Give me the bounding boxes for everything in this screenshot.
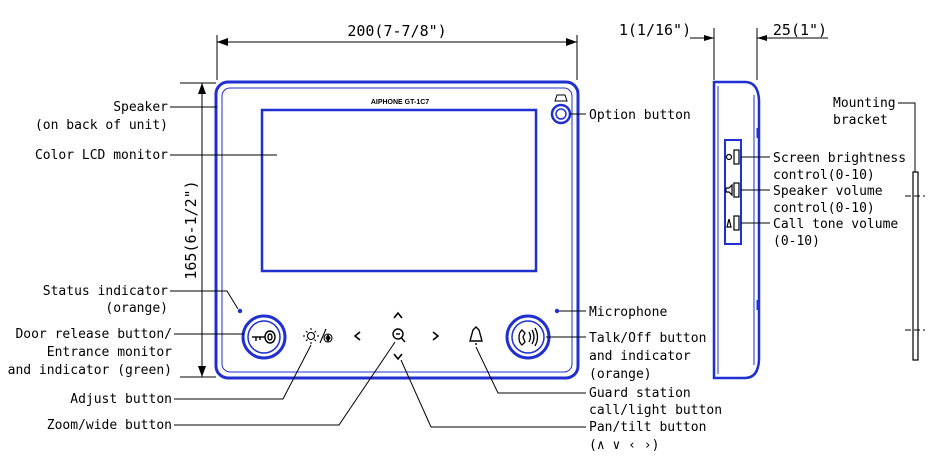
mounting-bracket — [905, 171, 925, 361]
front-width-text: 200(7-7/8") — [347, 22, 446, 40]
svg-text:(0-10): (0-10) — [773, 234, 820, 249]
chevron-down-icon[interactable] — [393, 353, 403, 361]
side-view-device — [712, 80, 761, 380]
option-button[interactable] — [550, 94, 572, 125]
svg-text:Color LCD monitor: Color LCD monitor — [35, 148, 168, 163]
svg-text:Status indicator: Status indicator — [43, 284, 168, 299]
svg-text:control(0-10): control(0-10) — [773, 168, 875, 183]
svg-text:Zoom/wide button: Zoom/wide button — [47, 418, 172, 433]
label-bracket: Mounting bracket — [833, 96, 916, 172]
microphone — [554, 308, 560, 314]
svg-text:Door release button/: Door release button/ — [15, 327, 172, 342]
svg-text:Adjust button: Adjust button — [70, 392, 172, 407]
side-depth-dimension: 1(1/16") 25(1") — [619, 21, 828, 80]
status-indicator — [237, 308, 243, 314]
svg-text:and indicator (green): and indicator (green) — [8, 363, 172, 378]
svg-text:Option button: Option button — [589, 108, 691, 123]
speaker-volume-control[interactable] — [725, 182, 740, 198]
svg-text:Call tone volume: Call tone volume — [773, 217, 898, 232]
svg-text:control(0-10): control(0-10) — [773, 201, 875, 216]
svg-text:Entrance monitor: Entrance monitor — [47, 345, 172, 360]
side-depth-small-text: 1(1/16") — [619, 21, 691, 39]
svg-text:Screen brightness: Screen brightness — [773, 151, 906, 166]
front-width-dimension: 200(7-7/8") — [216, 22, 578, 80]
svg-text:bracket: bracket — [833, 113, 888, 128]
front-view-device: AIPHONE GT-1C7 — [214, 80, 580, 380]
svg-text:Speaker volume: Speaker volume — [773, 184, 883, 199]
label-speaker-volume: Speaker volume control(0-10) — [741, 184, 883, 216]
label-lcd: Color LCD monitor — [35, 148, 277, 163]
brightness-control[interactable] — [725, 149, 740, 165]
adjust-icon[interactable] — [303, 328, 333, 344]
lcd-monitor — [260, 108, 538, 273]
label-door-release: Door release button/ Entrance monitor an… — [8, 327, 244, 378]
call-tone-volume-control[interactable] — [726, 215, 740, 231]
label-talk: Talk/Off button and indicator (orange) — [546, 331, 706, 382]
label-microphone: Microphone — [559, 305, 667, 320]
svg-text:(on back of unit): (on back of unit) — [35, 118, 168, 133]
chevron-right-icon[interactable] — [432, 331, 440, 341]
label-option: Option button — [570, 108, 691, 123]
label-zoom: Zoom/wide button — [47, 341, 396, 433]
svg-text:Speaker: Speaker — [113, 100, 168, 115]
svg-text:(∧ ∨ ‹ ›): (∧ ∨ ‹ ›) — [589, 438, 659, 453]
svg-text:call/light button: call/light button — [589, 403, 722, 418]
label-speaker: Speaker (on back of unit) — [35, 100, 217, 133]
svg-text:Pan/tilt button: Pan/tilt button — [589, 420, 706, 435]
svg-text:and indicator: and indicator — [589, 349, 691, 364]
door-release-button[interactable] — [241, 314, 287, 360]
chevron-left-icon[interactable] — [353, 331, 361, 341]
option-icon — [554, 94, 568, 102]
zoom-icon[interactable] — [392, 328, 406, 343]
side-depth-text: 25(1") — [773, 21, 827, 39]
svg-text:Guard station: Guard station — [589, 386, 691, 401]
svg-text:Microphone: Microphone — [589, 305, 667, 320]
label-pan-tilt: Pan/tilt button (∧ ∨ ‹ ›) — [400, 359, 706, 453]
talk-icon — [518, 327, 539, 347]
bell-icon[interactable] — [469, 326, 483, 345]
svg-text:(orange): (orange) — [589, 367, 652, 382]
brand-logo: AIPHONE GT-1C7 — [371, 99, 429, 106]
label-adjust: Adjust button — [70, 344, 312, 407]
svg-text:Talk/Off button: Talk/Off button — [589, 331, 706, 346]
front-height-dimension: 165(6-1/2") — [180, 82, 216, 378]
svg-text:Mounting: Mounting — [833, 96, 896, 111]
front-height-text: 165(6-1/2") — [182, 180, 200, 279]
label-status: Status indicator (orange) — [43, 284, 239, 316]
side-controls — [725, 149, 740, 231]
svg-text:(orange): (orange) — [105, 301, 168, 316]
talk-button[interactable] — [505, 314, 551, 360]
chevron-up-icon[interactable] — [393, 311, 403, 319]
label-call-tone: Call tone volume (0-10) — [741, 217, 898, 249]
label-brightness: Screen brightness control(0-10) — [741, 151, 906, 183]
key-icon — [252, 330, 276, 344]
label-guard: Guard station call/light button — [475, 346, 722, 418]
